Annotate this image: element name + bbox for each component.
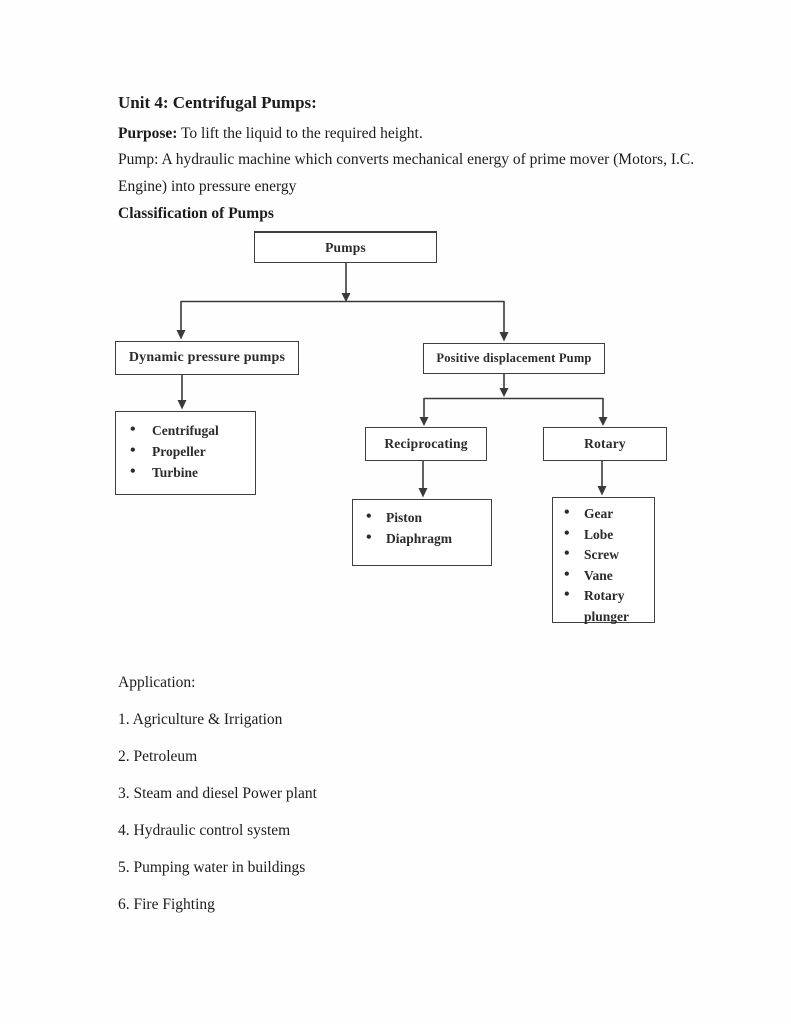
application-item-5: 5. Pumping water in buildings [118,859,306,876]
list-item-gear: Gear [553,503,654,525]
flowchart-node-positive-displacement-pump: Positive displacement Pump [423,343,605,374]
application-item-4: 4. Hydraulic control system [118,822,291,839]
flowchart-node-rotary: Rotary [543,427,667,461]
list-item-centrifugal: Centrifugal [116,419,255,441]
pump-definition-line2: Engine) into pressure energy [118,178,297,195]
purpose-text: To lift the liquid to the required heigh… [177,125,423,142]
flowchart-node-pumps: Pumps [254,231,437,263]
list-item-diaphragm: Diaphragm [353,527,491,549]
flowchart-node-dynamic-pressure-pumps: Dynamic pressure pumps [115,341,299,375]
flowchart-node-rotary-types: Gear Lobe Screw Vane Rotary plunger [552,497,655,624]
list-item-rotary-plunger: Rotary plunger [553,585,654,627]
purpose-line: Purpose: To lift the liquid to the requi… [118,125,423,143]
flowchart-node-dynamic-types: Centrifugal Propeller Turbine [115,411,256,495]
applications-heading: Application: [118,674,196,691]
classification-heading: Classification of Pumps [118,205,274,222]
list-item-lobe: Lobe [553,524,654,546]
list-item-turbine: Turbine [116,461,255,483]
list-item-vane: Vane [553,565,654,587]
pump-definition-line1: Pump: A hydraulic machine which converts… [118,151,695,168]
application-item-1: 1. Agriculture & Irrigation [118,711,283,728]
application-item-3: 3. Steam and diesel Power plant [118,785,317,802]
application-item-6: 6. Fire Fighting [118,896,215,913]
list-item-screw: Screw [553,544,654,566]
flowchart-node-reciprocating-types: Piston Diaphragm [352,499,492,566]
page-title: Unit 4: Centrifugal Pumps: [118,93,317,112]
list-item-piston: Piston [353,506,491,528]
application-item-2: 2. Petroleum [118,748,198,765]
flowchart-node-reciprocating: Reciprocating [365,427,487,461]
purpose-label: Purpose: [118,125,178,142]
list-item-propeller: Propeller [116,440,255,462]
